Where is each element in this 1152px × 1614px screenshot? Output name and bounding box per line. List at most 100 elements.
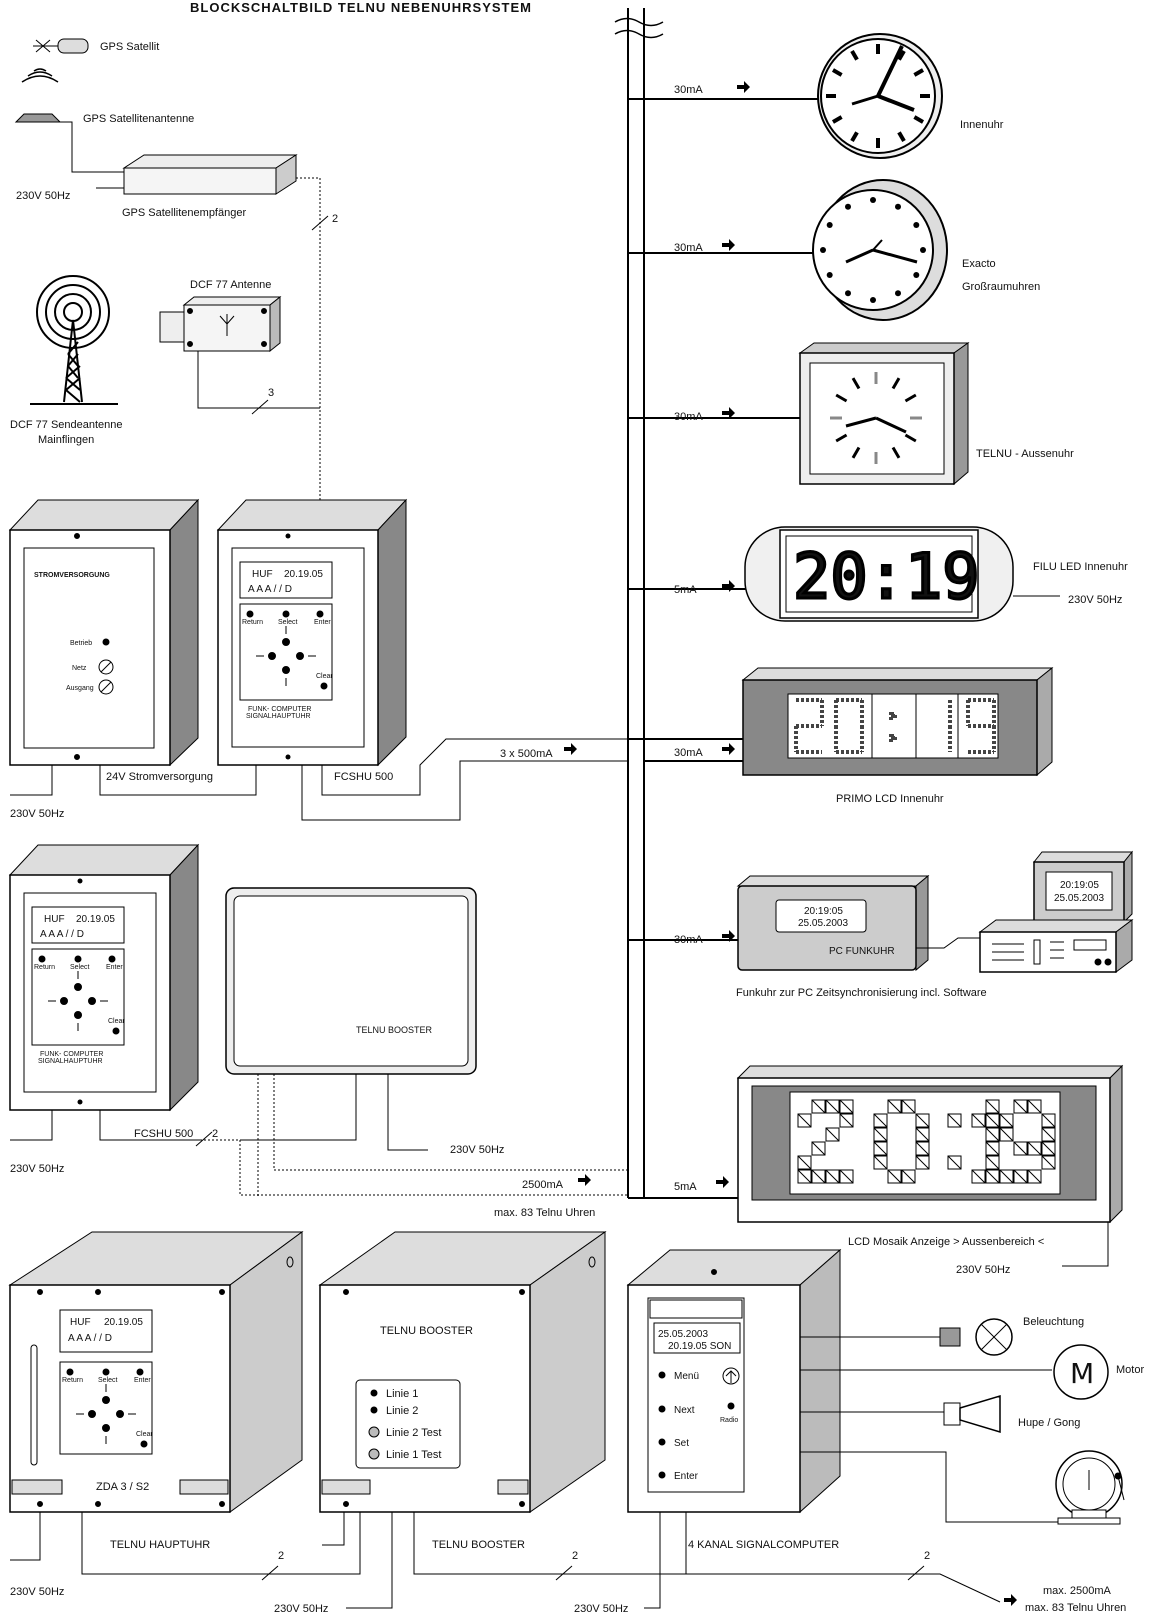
- signalcomputer-unit: [626, 1248, 842, 1514]
- key-enter-label: Enter: [106, 964, 123, 971]
- fcshu-label-2: FCSHU 500: [134, 1128, 193, 1140]
- mosaik-cell-diagonal: [887, 1099, 902, 1114]
- keypad-button: [282, 638, 290, 646]
- mosaik-cell-diagonal: [901, 1169, 916, 1184]
- radio-waves-icon: [21, 68, 59, 83]
- mosaik-cell-diagonal: [811, 1141, 826, 1156]
- wire-count-2e: 2: [924, 1550, 930, 1562]
- dcf-antenna-box: [159, 295, 282, 353]
- unit-side: [377, 498, 407, 767]
- mosaik-cell-diagonal: [985, 1099, 1000, 1114]
- key-select-label: Select: [70, 964, 90, 971]
- hupe-label: Hupe / Gong: [1018, 1417, 1080, 1429]
- keypad-button: [246, 610, 254, 618]
- gps-satellite-label: GPS Satellit: [100, 41, 159, 53]
- hauptuhr-time: 20.19.05: [104, 1317, 143, 1328]
- clock-tick: [913, 115, 925, 124]
- current-label-30ma-2: 30mA: [674, 242, 703, 254]
- clock-dot: [845, 203, 851, 210]
- arrow-icon: [722, 930, 735, 942]
- dcf-sender-label: DCF 77 Sendeantenne: [10, 419, 123, 431]
- clock-dot: [895, 290, 901, 297]
- mosaik-cell-diagonal: [1027, 1169, 1042, 1184]
- unit-huf: HUF: [44, 914, 65, 925]
- clock-filu-led: 20:19: [744, 526, 1014, 622]
- keypad-button: [140, 1440, 148, 1448]
- mosaik-cell-diagonal: [915, 1113, 930, 1128]
- mosaik-cell-diagonal: [1013, 1141, 1028, 1156]
- clock-tick: [835, 433, 848, 443]
- signalcomputer-label: 4 KANAL SIGNALCOMPUTER: [688, 1539, 839, 1551]
- mosaik-cell-diagonal: [811, 1099, 826, 1114]
- dcf-sender-location: Mainflingen: [38, 434, 94, 446]
- unit-signal-label: SIGNALHAUPTUHR: [246, 713, 311, 720]
- mosaik-cell-diagonal: [825, 1169, 840, 1184]
- key-clear-label: Clear: [316, 673, 333, 680]
- pc-monitor-time: 20:19:05: [1060, 880, 1099, 891]
- keypad-button: [296, 652, 304, 660]
- wire-count-3: 3: [268, 387, 274, 399]
- keypad-button: [74, 955, 82, 963]
- mosaik-cell-diagonal: [797, 1155, 812, 1170]
- booster-linie-1: Linie 1: [386, 1388, 418, 1400]
- arrow-icon: [722, 407, 735, 419]
- unit-screw: [285, 533, 291, 539]
- clock-tick: [831, 115, 843, 124]
- booster-big-title: TELNU BOOSTER: [380, 1325, 473, 1337]
- dcf-antenna-label: DCF 77 Antenne: [190, 279, 271, 291]
- mosaik-cell-diagonal: [985, 1155, 1000, 1170]
- key-enter-label: Enter: [134, 1377, 151, 1384]
- mosaik-cell-diagonal: [825, 1099, 840, 1114]
- key-select-label: Select: [98, 1377, 118, 1384]
- filu-230v-label: 230V 50Hz: [1068, 594, 1122, 606]
- mosaik-cell-diagonal: [985, 1169, 1000, 1184]
- key-return-label: Return: [242, 619, 263, 626]
- arrow-icon: [1004, 1594, 1017, 1606]
- clock-tick: [891, 446, 901, 459]
- clock-dot: [870, 197, 876, 203]
- booster-label: TELNU BOOSTER: [432, 1539, 525, 1551]
- clock-tick: [850, 49, 859, 61]
- mosaik-cell-diagonal: [839, 1113, 854, 1128]
- unit-status: A A A / / D: [248, 584, 292, 595]
- mosaik-cell-diagonal: [971, 1169, 986, 1184]
- current-label-30ma-3: 30mA: [674, 411, 703, 423]
- mosaik-cell-diagonal: [915, 1141, 930, 1156]
- unit-screw: [77, 878, 83, 884]
- strom-230v-label: 230V 50Hz: [10, 808, 64, 820]
- clock-primo-lcd: [741, 666, 1054, 777]
- signalcomputer-time: 20.19.05 SON: [668, 1341, 731, 1352]
- gps-satellite-icon: [33, 38, 89, 54]
- max-2500-label: max. 2500mA: [1043, 1585, 1112, 1597]
- clock-tick: [831, 68, 843, 77]
- motor-icon: M: [1053, 1344, 1109, 1400]
- led-display-digits: 20:19: [793, 540, 980, 613]
- unit-funk-label: FUNK- COMPUTER: [40, 1051, 103, 1058]
- hauptuhr-huf: HUF: [70, 1317, 91, 1328]
- mosaik-cell-diagonal: [999, 1169, 1014, 1184]
- clock-dot: [870, 297, 876, 303]
- keypad-button: [38, 955, 46, 963]
- mosaik-cell-diagonal: [1041, 1141, 1056, 1156]
- gps-antenna-label: GPS Satellitenantenne: [83, 113, 194, 125]
- mosaik-cell-diagonal: [1041, 1113, 1056, 1128]
- pc-funkuhr-date: 25.05.2003: [798, 918, 848, 929]
- arrow-icon: [722, 580, 735, 592]
- signalcomputer-date: 25.05.2003: [658, 1329, 708, 1340]
- keypad-button: [112, 1027, 120, 1035]
- arrow-icon: [722, 239, 735, 251]
- keypad-button: [282, 610, 290, 618]
- unit-huf: HUF: [252, 569, 273, 580]
- strom-netz: Netz: [72, 665, 87, 672]
- fcshu-label-1: FCSHU 500: [334, 771, 393, 783]
- keypad-button: [268, 652, 276, 660]
- max-83-label-2: max. 83 Telnu Uhren: [1025, 1602, 1126, 1614]
- unit-side: [169, 843, 199, 1112]
- gps-230v-label: 230V 50Hz: [16, 190, 70, 202]
- mosaik-cell-diagonal: [947, 1113, 962, 1128]
- mosaik-cell-diagonal: [797, 1113, 812, 1128]
- mosaik-cell-diagonal: [1041, 1127, 1056, 1142]
